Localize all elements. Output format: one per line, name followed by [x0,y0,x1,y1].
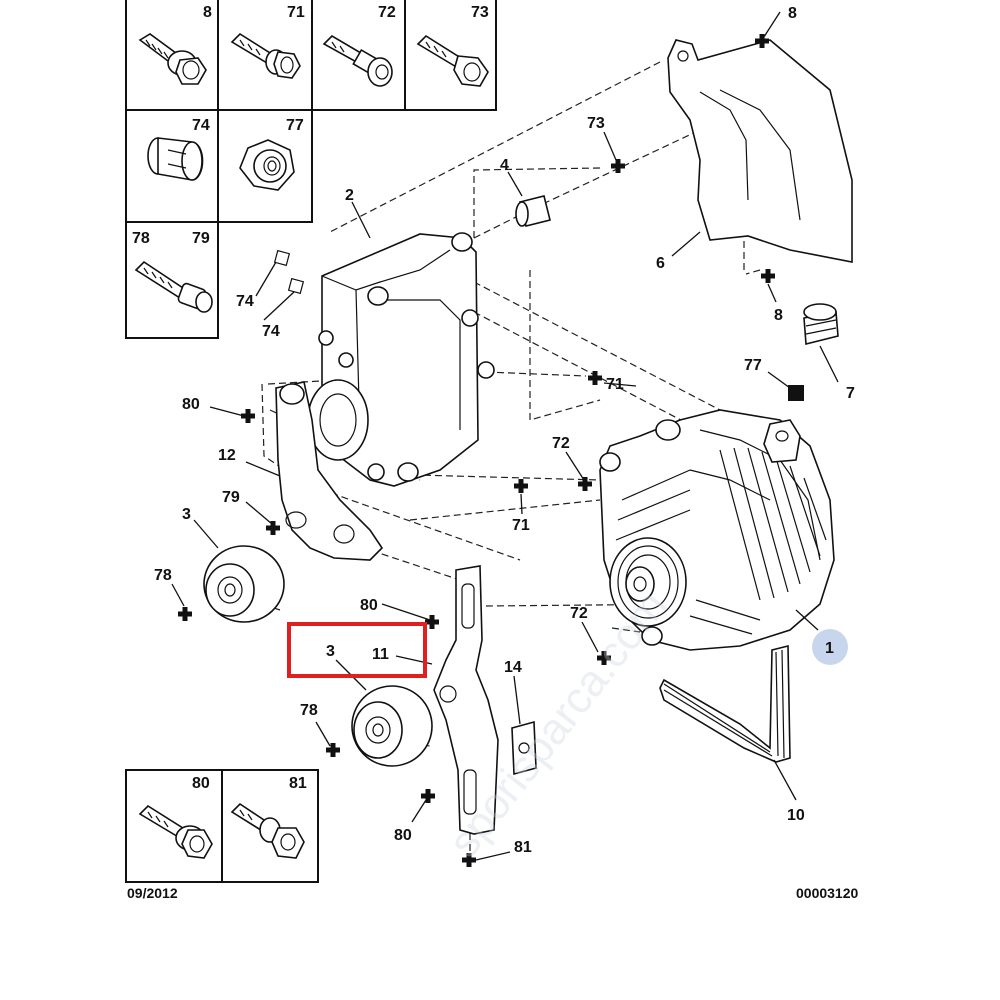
callout-7: 7 [846,385,855,402]
diagram-reference: 00003120 [796,885,859,901]
drive-belt [659,644,791,763]
highlight-box [287,622,427,678]
bolt-72-icon [322,34,393,87]
bolt-73-icon [416,34,489,87]
callout-6: 6 [656,255,665,272]
legend-label-74: 74 [192,117,210,134]
callout-81: 81 [514,839,532,856]
mounting-bracket [307,232,495,487]
leader-lines [171,11,839,861]
fastener-legend-bottom: 80 81 [125,769,319,883]
bushing-4 [515,195,551,227]
bolt-8-icon [138,33,207,85]
callout-8-mid: 8 [774,307,783,324]
callout-77: 77 [744,357,762,374]
alternator-fins [615,447,827,635]
callout-73: 73 [587,115,605,132]
callout-74-lower: 74 [262,323,280,340]
fastener-legend-top: 8 71 72 73 74 77 78 79 [125,0,497,339]
nut-77 [788,385,804,401]
callout-74-upper: 74 [236,293,254,310]
callout-4: 4 [500,157,509,174]
callout-78-lower: 78 [300,702,318,719]
part-1-badge [812,629,848,665]
legend-label-78: 78 [132,230,150,247]
legend-label-79: 79 [192,230,210,247]
callout-8-top: 8 [788,5,797,22]
legend-label-81: 81 [289,775,307,792]
callouts: 1 2 3 3 4 6 7 8 8 10 11 12 14 71 71 72 7… [154,5,855,856]
callout-72-upper: 72 [552,435,570,452]
legend-label-71: 71 [287,4,305,21]
legend-label-8: 8 [203,4,212,21]
sleeve-74-icon [147,137,204,181]
callout-72-lower: 72 [570,605,588,622]
heat-shield [667,39,853,263]
bolt-78-79-icon [134,260,213,313]
callout-3-upper: 3 [182,506,191,523]
callout-3-lower: 3 [326,643,335,660]
callout-80-bottom: 80 [394,827,412,844]
callout-12: 12 [218,447,236,464]
nut-77-icon [239,139,295,191]
legend-label-73: 73 [471,4,489,21]
plate-14 [511,720,537,776]
bolt-80-icon [138,804,213,859]
idler-pulley-lower [351,685,433,767]
callout-2: 2 [345,187,354,204]
legend-label-72: 72 [378,4,396,21]
alternator [599,409,835,651]
idler-pulley-upper [203,545,285,623]
legend-label-80: 80 [192,775,210,792]
callout-10: 10 [787,807,805,824]
callout-71-lower: 71 [512,517,530,534]
callout-11: 11 [372,646,389,663]
bolt-71-icon [230,32,301,79]
callout-80-left: 80 [182,396,200,413]
stud-7 [803,303,839,346]
tensioner-arm [275,381,384,561]
callout-80-mid: 80 [360,597,378,614]
callout-14: 14 [504,659,522,676]
callout-79: 79 [222,489,240,506]
legend-label-77: 77 [286,117,304,134]
callout-71-upper: 71 [606,376,624,393]
callout-78-upper: 78 [154,567,172,584]
date-code: 09/2012 [127,885,178,901]
tensioner-bracket [433,565,499,835]
bolt-81-icon [230,802,305,859]
fastener-markers [178,34,775,867]
callout-1: 1 [825,640,834,657]
